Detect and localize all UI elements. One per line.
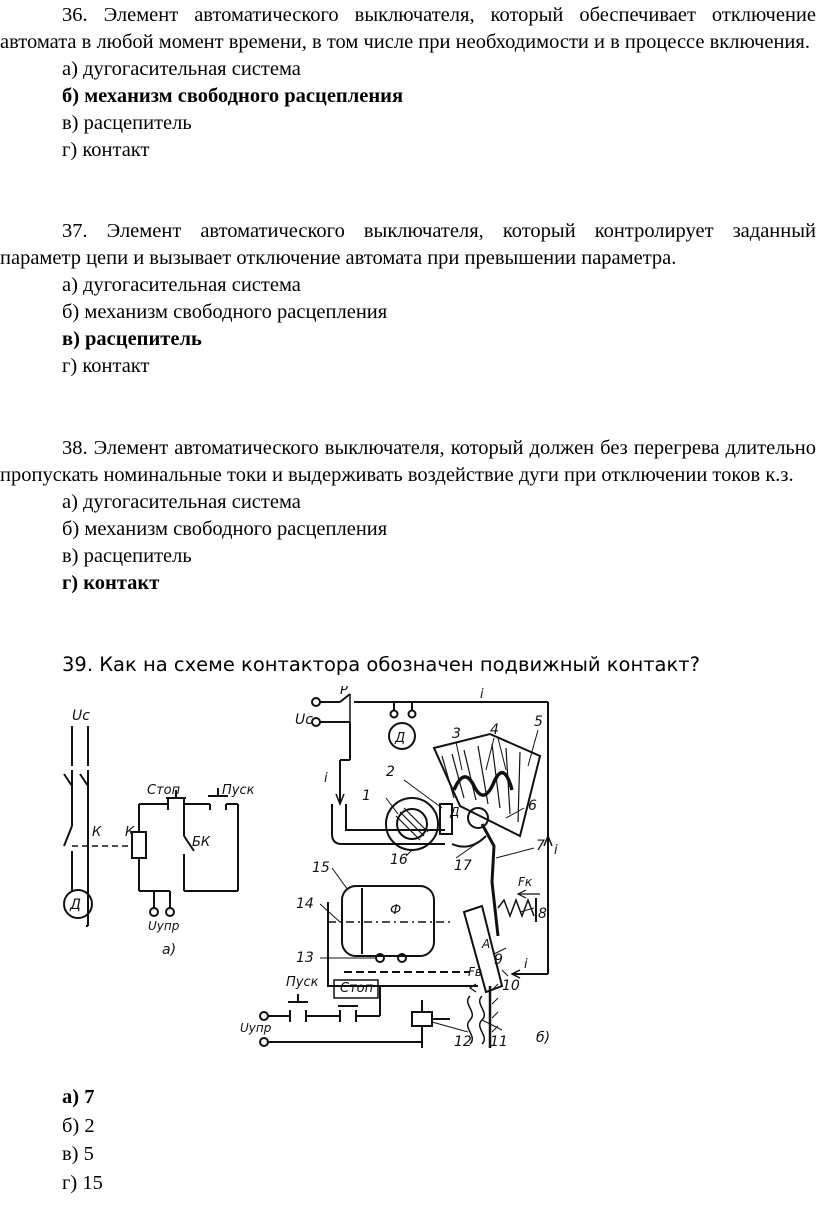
- answer-option: в) 5: [62, 1143, 94, 1165]
- label-i-bottom: i: [524, 957, 528, 972]
- device-b: Uc Р i Д i: [240, 686, 558, 1050]
- answer-option: г) 15: [62, 1171, 103, 1194]
- label-n17: 17: [454, 858, 472, 874]
- contactor-diagram: Uc К Д К Стоп: [63, 686, 558, 1050]
- schematic-a: Uc К Д К Стоп: [63, 708, 255, 958]
- label-phi: Ф: [390, 903, 401, 918]
- arc-chute: [432, 732, 542, 838]
- label-n3: 3: [452, 726, 461, 742]
- label-stop-b: Стоп: [340, 981, 374, 996]
- label-A: А: [481, 937, 490, 951]
- label-uc-b: Uc: [295, 712, 313, 728]
- answer-option: б) 2: [62, 1114, 95, 1137]
- label-stop: Стоп: [147, 783, 181, 798]
- answer-option-correct: б) механизм свободного расцепления: [62, 85, 404, 107]
- answer-option: а) дугогасительная система: [62, 58, 301, 80]
- question-38: 38. Элемент автоматического выключателя,…: [0, 435, 816, 597]
- label-n14: 14: [296, 896, 314, 912]
- label-i-left: i: [324, 771, 328, 786]
- answer-option: б) механизм свободного расцепления: [62, 301, 388, 323]
- label-d: Д: [69, 897, 81, 913]
- label-uc: Uc: [72, 708, 90, 724]
- label-n10: 10: [502, 978, 520, 994]
- moving-contact-7: [480, 823, 500, 937]
- label-d-b: Д: [394, 731, 405, 746]
- label-fk: Fк: [518, 875, 533, 889]
- label-n2: 2: [386, 764, 395, 780]
- answer-option: в) расцепитель: [62, 545, 192, 567]
- armature: [462, 904, 504, 994]
- motor-circle: [63, 889, 93, 919]
- label-p: Р: [340, 686, 348, 698]
- label-i-top: i: [480, 687, 484, 702]
- answer-option: б) механизм свободного расцепления: [62, 518, 388, 540]
- caption-b: б): [536, 1030, 550, 1046]
- label-n16: 16: [390, 852, 408, 868]
- answer-option-correct: г) контакт: [62, 572, 160, 594]
- label-k1: К: [92, 825, 102, 840]
- question-39-answers: а) 7 б) 2 в) 5 г) 15: [62, 1083, 103, 1197]
- question-stem: 37. Элемент автоматического выключателя,…: [0, 220, 816, 269]
- label-n11: 11: [490, 1034, 508, 1050]
- answer-option: а) дугогасительная система: [62, 274, 301, 296]
- label-bk: БК: [192, 835, 211, 850]
- label-uupr-b: Uупр: [240, 1021, 272, 1035]
- label-n13: 13: [296, 950, 314, 966]
- question-36: 36. Элемент автоматического выключателя,…: [0, 2, 816, 164]
- answer-option: г) контакт: [62, 355, 150, 377]
- label-n9: 9: [494, 952, 503, 968]
- label-start-b: Пуск: [286, 975, 319, 990]
- answer-option-correct: в) расцепитель: [62, 328, 202, 350]
- label-n15: 15: [312, 860, 330, 876]
- label-n6: 6: [528, 798, 537, 814]
- question-stem: 38. Элемент автоматического выключателя,…: [0, 437, 816, 486]
- label-n5: 5: [534, 714, 543, 730]
- answer-option: а) дугогасительная система: [62, 491, 301, 513]
- electromagnet-15: [341, 885, 435, 957]
- fixed-contact: [439, 803, 453, 835]
- label-d-inner: Д: [449, 805, 459, 819]
- label-n12: 12: [454, 1034, 472, 1050]
- motor-circle-b: [388, 722, 416, 750]
- label-n1: 1: [362, 788, 371, 804]
- question-39-title: 39. Как на схеме контактора обозначен по…: [62, 653, 700, 676]
- label-fv: Fв: [468, 965, 482, 979]
- label-k2: К: [125, 825, 135, 840]
- caption-a: а): [162, 942, 176, 958]
- label-i-right: i: [554, 843, 558, 858]
- label-n4: 4: [490, 722, 499, 738]
- label-n8: 8: [538, 906, 547, 922]
- answer-option: г) контакт: [62, 139, 150, 161]
- question-37: 37. Элемент автоматического выключателя,…: [0, 218, 816, 380]
- answer-option-correct: а) 7: [62, 1086, 95, 1108]
- label-uupr-a: Uупр: [148, 919, 180, 933]
- answer-option: в) расцепитель: [62, 112, 192, 134]
- label-start: Пуск: [222, 783, 255, 798]
- question-stem: 36. Элемент автоматического выключателя,…: [0, 4, 816, 53]
- label-n7: 7: [536, 838, 545, 854]
